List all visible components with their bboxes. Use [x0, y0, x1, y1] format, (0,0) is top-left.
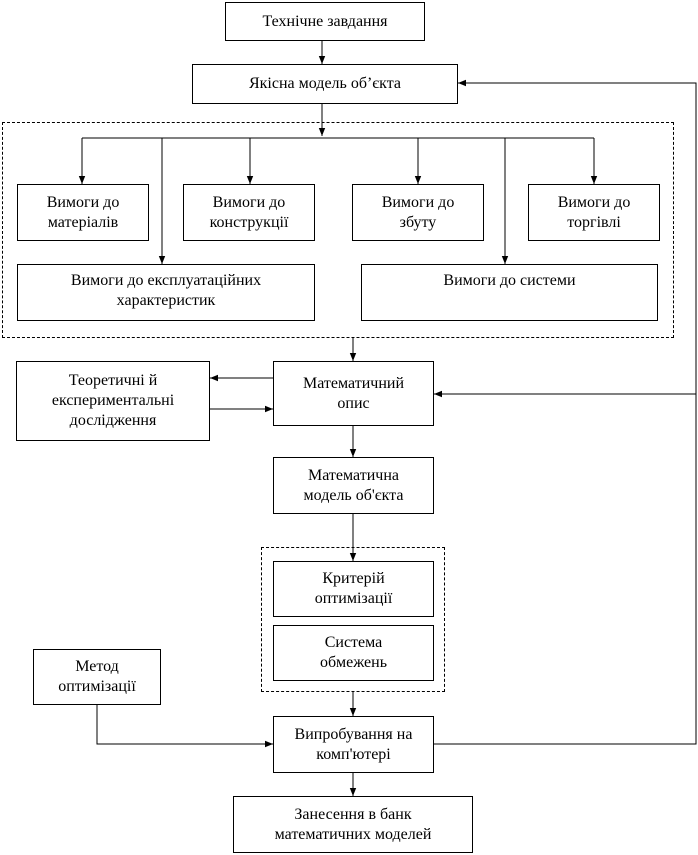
node-bank-entry: Занесення в банк математичних моделей: [233, 796, 473, 853]
requirements-group: [2, 122, 674, 338]
node-req-trade: Вимоги до торгівлі: [528, 184, 660, 241]
node-math-description: Математичний опис: [273, 361, 434, 426]
node-req-system: Вимоги до системи: [361, 264, 658, 321]
edge-method-to-test: [96, 705, 273, 748]
node-research: Теоретичні й експериментальні дослідженн…: [16, 361, 210, 441]
node-tech-task: Технічне завдання: [225, 2, 425, 41]
node-criterion: Критерій оптимізації: [273, 561, 434, 617]
node-quality-model: Якісна модель об’єкта: [192, 64, 458, 104]
node-computer-test: Випробування на комп'ютері: [273, 716, 434, 773]
node-opt-method: Метод оптимізації: [33, 649, 161, 705]
node-req-materials: Вимоги до матеріалів: [17, 184, 149, 241]
node-constraints: Система обмежень: [273, 625, 434, 681]
node-req-construction: Вимоги до конструкції: [183, 184, 315, 241]
node-req-operational: Вимоги до експлуатаційних характеристик: [17, 264, 315, 321]
node-math-model: Математична модель об'єкта: [273, 457, 434, 514]
feedback-line: [434, 79, 697, 745]
node-req-sales: Вимоги до збуту: [352, 184, 484, 241]
